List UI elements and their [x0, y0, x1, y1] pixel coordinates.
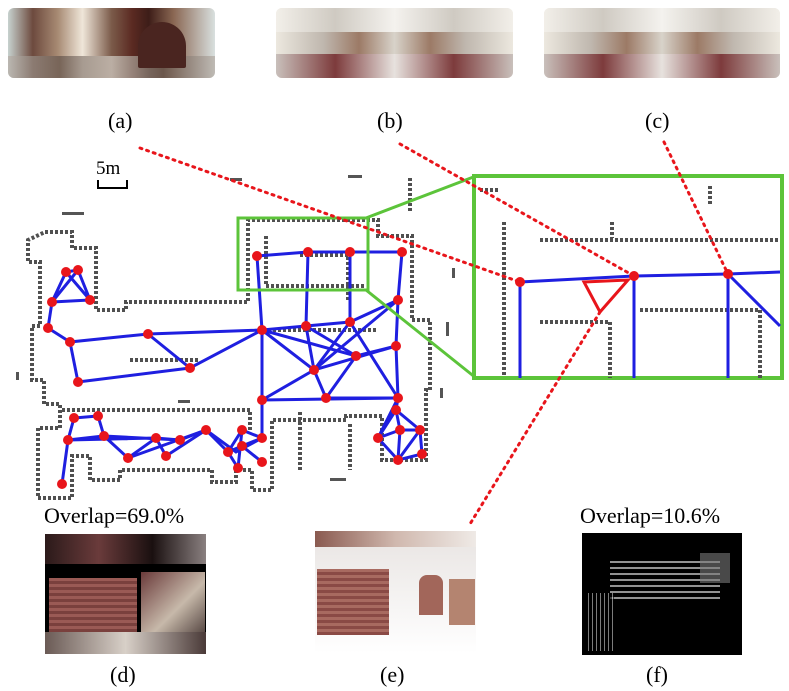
caption-e: (e) [380, 662, 405, 687]
caption-f: (f) [646, 662, 668, 687]
correspondence-lines [138, 140, 730, 526]
image-e [315, 531, 476, 653]
caption-b: (b) [377, 108, 403, 133]
caption-a: (a) [108, 108, 133, 133]
panorama-a [8, 8, 215, 78]
floorplan-walls [26, 178, 432, 500]
scale-bar [97, 180, 128, 189]
scale-label: 5m [96, 158, 121, 179]
scan-noise [16, 175, 455, 481]
zoom-box-source [236, 174, 477, 380]
overlap-right: Overlap=10.6% [580, 503, 721, 528]
caption-c: (c) [645, 108, 670, 133]
image-f [582, 533, 742, 655]
caption-d: (d) [110, 662, 136, 687]
image-d [45, 534, 206, 654]
panorama-b [276, 8, 513, 78]
overlap-left: Overlap=69.0% [44, 503, 185, 528]
zoom-inset [472, 174, 784, 380]
graph-nodes [43, 247, 427, 489]
graph-edges [46, 250, 424, 485]
camera-frustum-triangle-icon [581, 278, 632, 315]
panorama-c [544, 8, 780, 78]
